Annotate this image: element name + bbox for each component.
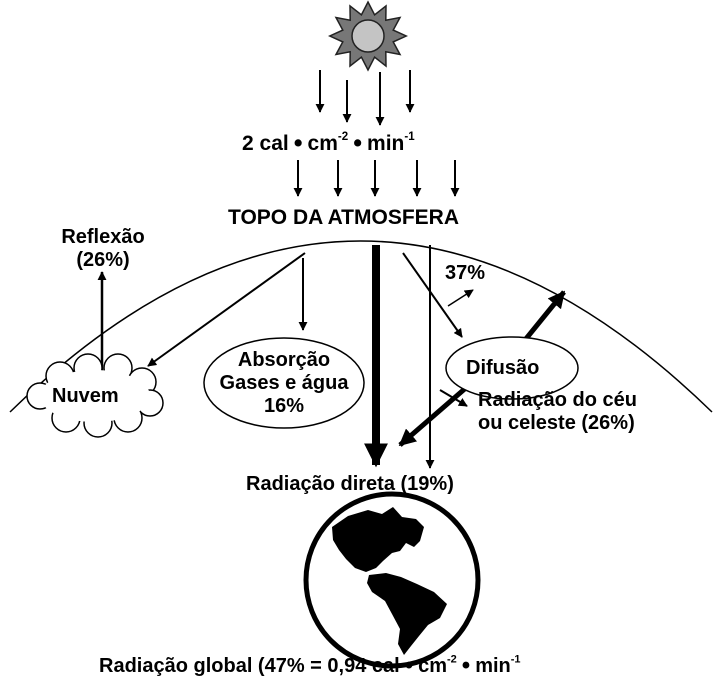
- direct-radiation-label: Radiação direta (19%): [246, 473, 454, 495]
- rays-to-top-of-atmosphere: [293, 160, 460, 197]
- earth-icon: [303, 491, 481, 669]
- top-of-atmosphere-label: TOPO DA ATMOSFERA: [228, 206, 459, 229]
- diffusion-label: Difusão: [466, 357, 540, 379]
- sky-radiation-arrow: [439, 389, 468, 407]
- cloud-shape: [26, 353, 164, 438]
- cloud-label: Nuvem: [52, 385, 119, 407]
- arrow-to-diffusion: [402, 252, 463, 338]
- atmosphere-boundary: [9, 240, 713, 413]
- global-radiation-label: Radiação global (47% = 0,94 cal•cm-2•min…: [99, 652, 521, 679]
- arrow-to-cloud: [147, 252, 306, 367]
- arrow-37-percent: [447, 289, 474, 307]
- diffusion-down-arrow: [398, 378, 477, 447]
- solar-flux-label: 2 cal•cm-2•min-1: [242, 129, 415, 157]
- sun-icon: [327, 0, 409, 72]
- incoming-solar-rays: [315, 70, 415, 126]
- absorption-label: Absorção Gases e água 16%: [219, 349, 349, 417]
- diffusion-percent-label: 37%: [445, 262, 486, 284]
- diffusion-ellipse: [445, 336, 579, 400]
- absorption-ellipse: [203, 337, 365, 429]
- sky-radiation-label: Radiação do céu ou celeste (26%): [478, 389, 637, 434]
- reflection-label: Reflexão (26%): [61, 226, 145, 271]
